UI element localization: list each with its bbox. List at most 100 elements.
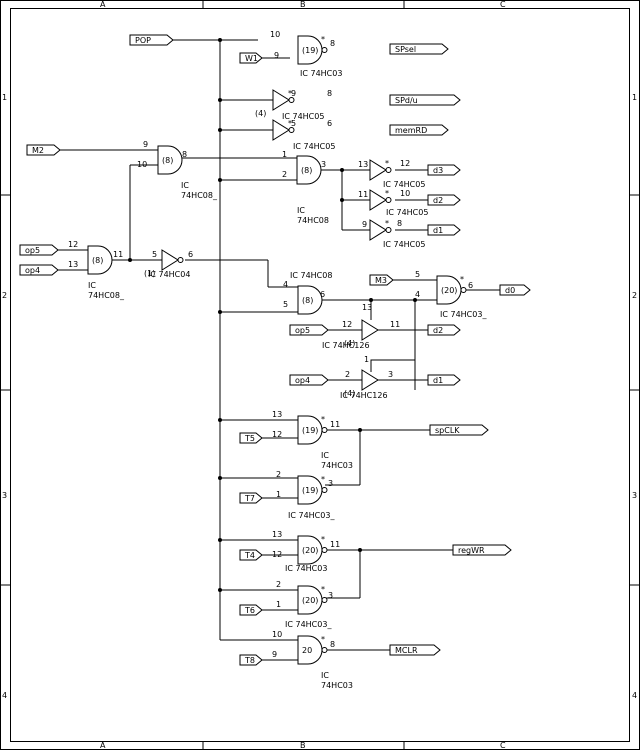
junction-dot-9 (128, 258, 132, 262)
pin-number: 11 (330, 420, 340, 429)
inversion-bubble (460, 287, 467, 293)
pin-number: 4 (283, 280, 288, 289)
gate-unit-label: (8) (92, 256, 103, 265)
open-drain-star: * (321, 635, 325, 644)
zone-row-3-left: 3 (2, 491, 7, 500)
gate-ic-label: IC 74HC04 (148, 270, 190, 279)
open-drain-star: * (460, 275, 464, 284)
gate-ic-label: IC 74HC126 (322, 341, 370, 350)
gate-nand-d0: (20)*IC 74HC03_546 (415, 270, 487, 319)
gate-body (161, 249, 179, 271)
pin-number: 1 (282, 150, 287, 159)
port-label: d1 (433, 376, 443, 385)
junction-dot-5 (218, 418, 222, 422)
input-port-m3: M3 (369, 274, 394, 286)
zone-row-1-right: 1 (632, 93, 637, 102)
sheet-inner-border (10, 8, 630, 742)
port-label: T4 (244, 551, 255, 560)
pin-number: 12 (400, 159, 410, 168)
port-label: POP (135, 36, 151, 45)
gate-unit-label: (1) (144, 269, 155, 278)
pin-number: 8 (182, 150, 187, 159)
port-label: d2 (433, 326, 443, 335)
junction-dot-0 (218, 38, 222, 42)
output-port-spclk: spCLK (429, 424, 489, 436)
zone-col-b-bottom: B (300, 741, 306, 750)
pin-number: 10 (272, 630, 282, 639)
port-label: memRD (395, 126, 427, 135)
pin-number: 8 (397, 219, 402, 228)
junction-dot-4 (218, 310, 222, 314)
pin-number: 13 (272, 530, 282, 539)
gate-unit-label: (8) (162, 156, 173, 165)
gate-body (157, 145, 183, 175)
pin-number: 10 (400, 189, 410, 198)
open-drain-star: * (385, 219, 389, 228)
inversion-bubble (321, 597, 328, 603)
port-label: T6 (244, 606, 255, 615)
port-label: T5 (244, 434, 255, 443)
gate-ic-label: IC 74HC05 (293, 142, 335, 151)
gate-ic-label: IC 74HC03_ (285, 620, 332, 629)
junction-dot-7 (218, 538, 222, 542)
pin-number: 1 (276, 490, 281, 499)
zone-col-b-top: B (300, 0, 306, 9)
junction-dot-8 (218, 588, 222, 592)
zone-row-4-right: 4 (632, 691, 637, 700)
zone-row-2-right: 2 (632, 291, 637, 300)
gate-ic-label: IC 74HC05 (383, 240, 425, 249)
port-label: SPd/u_ (395, 96, 423, 105)
pin-number: 8 (330, 640, 335, 649)
pin-number: 13 (362, 303, 372, 312)
pin-number: 1 (276, 600, 281, 609)
pin-number: 6 (468, 281, 473, 290)
inversion-bubble (385, 227, 392, 233)
inversion-bubble (321, 427, 328, 433)
input-port-m2: M2 (26, 144, 61, 156)
port-label: spCLK (435, 426, 460, 435)
port-label: d3 (433, 166, 443, 175)
pin-number: 13 (358, 160, 368, 169)
inversion-bubble (177, 257, 184, 263)
gate-nand-regwr-b: (20)*IC 74HC03_213 (276, 580, 333, 629)
input-port-op4a: op4 (19, 264, 59, 276)
open-drain-star: * (321, 415, 325, 424)
input-port-t8: T8 (239, 654, 263, 666)
pin-number: 12 (272, 550, 282, 559)
pin-number: 11 (330, 540, 340, 549)
port-label: op5 (25, 246, 40, 255)
gate-body (296, 155, 322, 185)
input-port-t7: T7 (239, 492, 263, 504)
input-port-t4: T4 (239, 549, 263, 561)
input-port-op4b: op4 (289, 374, 329, 386)
pin-number: 8 (330, 39, 335, 48)
port-label: d0 (505, 286, 515, 295)
junction-dot-15 (358, 548, 362, 552)
pin-number: 12 (272, 430, 282, 439)
pin-number: 13 (272, 410, 282, 419)
output-port-regwr: regWR (452, 544, 512, 556)
pin-number: 3 (328, 591, 333, 600)
pin-number: 1 (364, 355, 369, 364)
output-port-mclr: MCLR (389, 644, 441, 656)
junction-dot-6 (218, 476, 222, 480)
junction-dot-10 (340, 168, 344, 172)
gate-body (272, 119, 290, 141)
pin-number: 9 (274, 51, 279, 60)
gate-ic-label: IC 74HC03_ (440, 310, 487, 319)
open-drain-star: * (321, 585, 325, 594)
gate-unit-label: (19) (302, 426, 318, 435)
gate-unit-label: (8) (301, 166, 312, 175)
gate-ic-label: IC 74HC08 (290, 271, 332, 280)
gate-body (369, 159, 387, 181)
output-port-d3: d3 (427, 164, 461, 176)
